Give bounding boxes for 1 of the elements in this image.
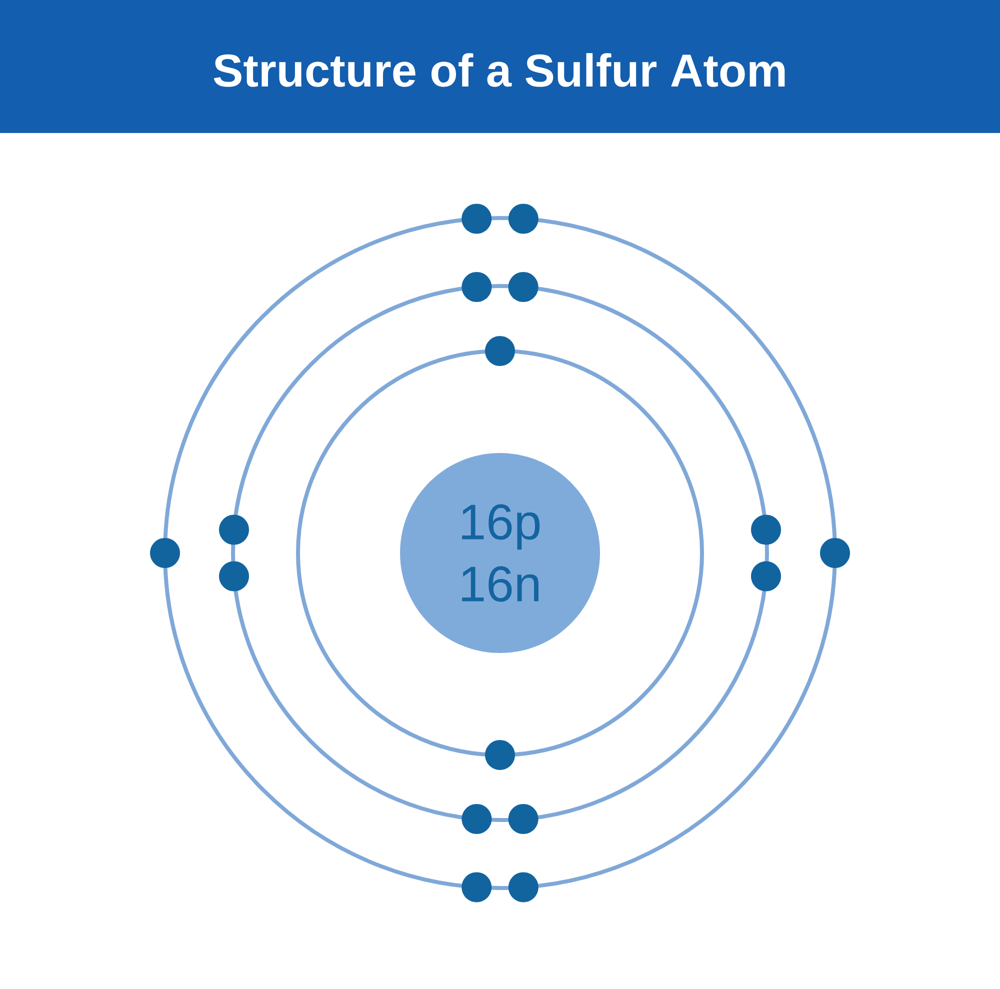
title-banner: Structure of a Sulfur Atom xyxy=(0,0,1000,133)
